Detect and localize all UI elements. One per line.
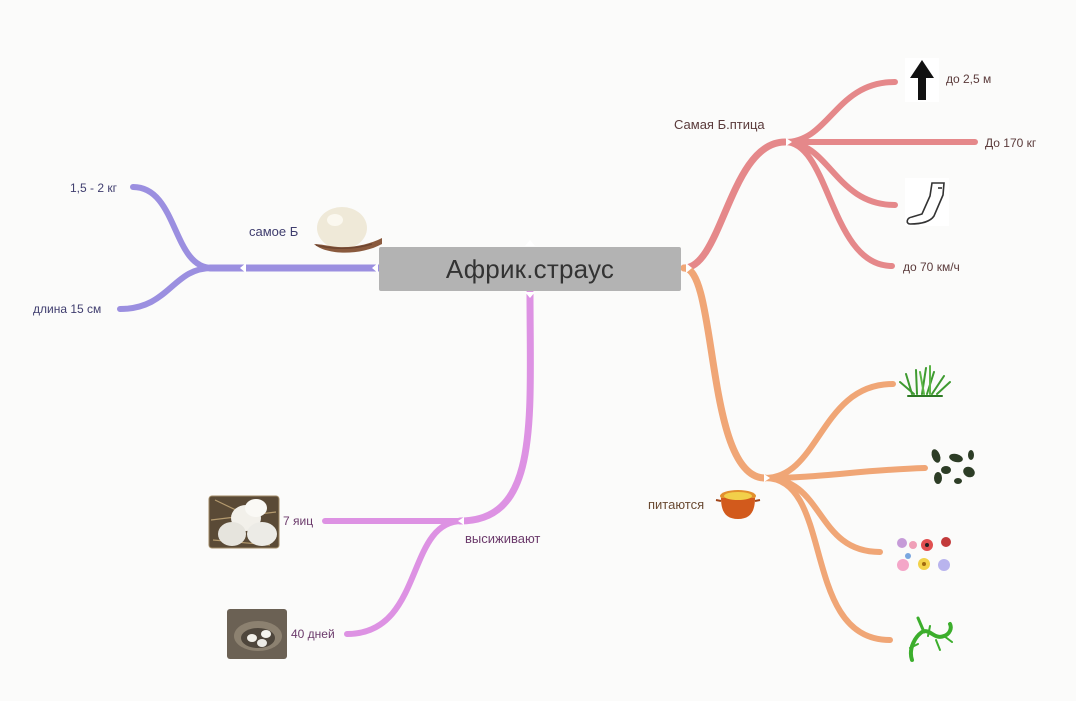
egg-item-weight[interactable]: 1,5 - 2 кг	[70, 181, 117, 195]
egg-in-hand-image	[314, 207, 382, 253]
egg-item-length[interactable]: длина 15 см	[33, 302, 101, 316]
central-topic[interactable]: Африк.страус	[379, 247, 681, 291]
branch-label-hatching[interactable]: высиживают	[465, 531, 540, 546]
leaves-icon	[930, 448, 977, 484]
leg-icon	[905, 178, 949, 226]
size-item-height[interactable]: до 2,5 м	[946, 72, 991, 86]
size-item-speed[interactable]: до 70 км/ч	[903, 260, 960, 274]
up-arrow-icon	[905, 58, 939, 102]
nest-photo	[227, 609, 287, 659]
lizard-icon	[910, 618, 952, 660]
size-item-weight[interactable]: До 170 кг	[985, 136, 1036, 150]
food-branch-lines	[684, 268, 925, 640]
branch-label-size[interactable]: Самая Б.птица	[674, 117, 765, 132]
eggs-in-nest-photo	[209, 496, 279, 548]
hatching-branch-lines	[325, 292, 530, 634]
flowers-insects-icon	[897, 537, 951, 571]
grass-icon	[900, 366, 950, 396]
branch-label-food[interactable]: питаются	[648, 497, 704, 512]
hatching-item-eggs[interactable]: 7 яиц	[283, 514, 313, 528]
cooking-pot-icon	[716, 490, 760, 519]
branch-label-egg[interactable]: самое Б	[249, 224, 298, 239]
size-branch-lines	[684, 82, 975, 268]
hatching-item-days[interactable]: 40 дней	[291, 627, 335, 641]
